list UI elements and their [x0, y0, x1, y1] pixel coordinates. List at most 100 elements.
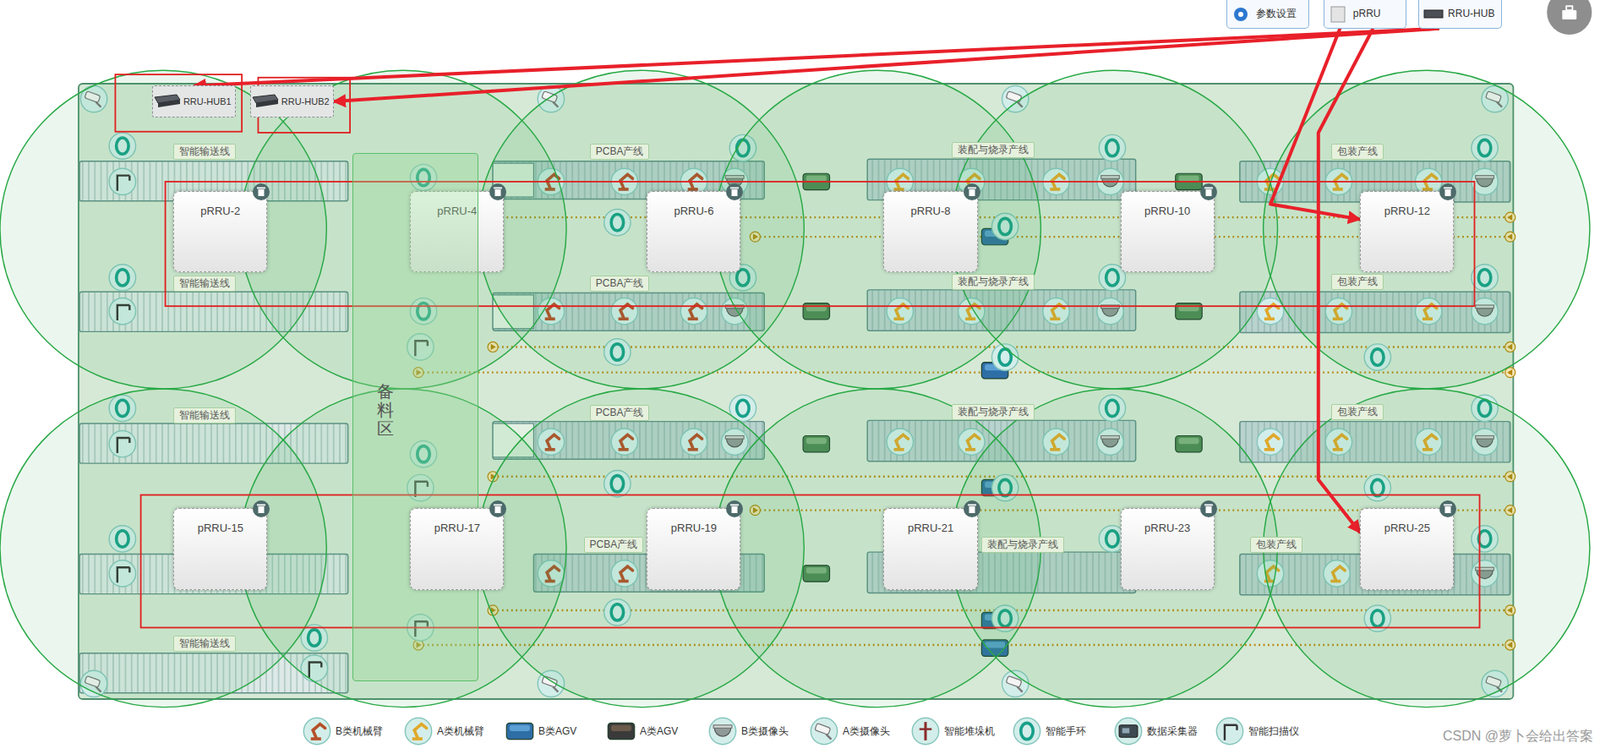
- legend-item: 智能扫描仪: [1213, 715, 1316, 748]
- hub-icon: [249, 92, 280, 111]
- line-label-tab: 装配与烧录产线: [951, 141, 1035, 159]
- line-label-tab: 包装产线: [1331, 143, 1384, 160]
- node-text: 装配与烧录产线: [957, 143, 1029, 156]
- delete-circle: [726, 500, 743, 518]
- prru-box: pRRU-23: [1120, 507, 1215, 590]
- node-text: pRRU-8: [911, 204, 951, 218]
- agvA-icon: [607, 722, 634, 739]
- line-label-tab: 智能输送线: [173, 275, 236, 292]
- node-text: pRRU-15: [197, 521, 244, 535]
- floor: [0, 0, 1592, 708]
- delete-icon: [251, 499, 271, 519]
- node-text: 参数设置: [1255, 6, 1297, 22]
- legend-item: 数据采集器: [1112, 715, 1214, 748]
- gear-hole: [1238, 11, 1244, 17]
- camera-body: [814, 723, 831, 736]
- band-ring: [737, 399, 749, 416]
- legend-text: 智能扫描仪: [1248, 724, 1300, 739]
- legend-text: B类机械臂: [335, 724, 383, 739]
- legend-icon: [1213, 715, 1246, 748]
- hub-glyph: [1424, 10, 1443, 18]
- prru-box: pRRU-25: [1359, 507, 1454, 590]
- node-text: PCBA产线: [595, 406, 645, 419]
- node-text: pRRU-2: [200, 204, 241, 218]
- legend-text: A类摄像头: [842, 724, 891, 739]
- delete-icon: [1438, 499, 1458, 519]
- camA-icon: [810, 717, 837, 744]
- legend-icon-group: [303, 717, 330, 744]
- legend-text: A类AGV: [639, 724, 678, 739]
- trash-body: [495, 506, 502, 514]
- armA-icon: [404, 717, 432, 744]
- delete-circle: [252, 500, 270, 518]
- legend-icon-group: [607, 722, 634, 739]
- arm: [312, 724, 325, 738]
- hub-icon: [151, 92, 182, 111]
- node-text: pRRU-12: [1384, 204, 1431, 218]
- prru-box: pRRU-12: [1359, 191, 1454, 274]
- legend-text: A类机械臂: [436, 724, 485, 739]
- legend: B类机械臂A类机械臂B类AGVA类AGVB类摄像头A类摄像头智能堆垛机智能手环数…: [300, 715, 1316, 748]
- line-label-tab: PCBA产线: [589, 275, 650, 292]
- collector-screen: [1122, 727, 1130, 733]
- delete-circle: [489, 500, 507, 518]
- icon-ground: [1216, 717, 1243, 744]
- highlight-box: [141, 495, 1480, 628]
- legend-icon: [503, 715, 536, 748]
- legend-item: A类AGV: [605, 715, 707, 748]
- legend-icon: [808, 715, 841, 748]
- arm: [414, 724, 426, 738]
- delete-icon: [1199, 182, 1218, 202]
- trash-body: [495, 189, 502, 197]
- trash-lid: [967, 504, 977, 507]
- prru-box: pRRU-2: [173, 191, 268, 274]
- line-label-tab: 包装产线: [1331, 273, 1384, 290]
- icon-ground: [1256, 298, 1284, 325]
- legend-icon-group: [911, 717, 939, 744]
- node-text: pRRU-21: [907, 521, 954, 535]
- node-text: 智能输送线: [179, 277, 230, 290]
- prru-box: pRRU-15: [173, 507, 268, 590]
- delete-icon: [1199, 499, 1218, 519]
- gear: [1234, 7, 1248, 22]
- hub-device: RRU-HUB2: [250, 85, 334, 117]
- hub-device: RRU-HUB1: [152, 85, 236, 117]
- trash-body: [731, 506, 738, 514]
- node-text: 智能输送线: [179, 637, 230, 650]
- icon-ground: [1114, 717, 1142, 744]
- scanner-head: [1235, 725, 1238, 731]
- legend-item: A类摄像头: [808, 715, 910, 748]
- node-text: RRU-HUB2: [281, 96, 330, 107]
- line-label-tab: 装配与烧录产线: [981, 536, 1065, 553]
- button-icon: [1423, 5, 1444, 24]
- node-text: 包装产线: [1337, 405, 1378, 418]
- node-text: 包装产线: [1337, 145, 1378, 158]
- node-text: pRRU: [1353, 7, 1382, 20]
- annotation-arrow: [193, 28, 1439, 87]
- node-text: 装配与烧录产线: [957, 405, 1029, 418]
- band-icon: [1013, 717, 1040, 744]
- icon-ground: [1013, 717, 1040, 744]
- trash-body: [1445, 189, 1452, 197]
- trash-lid: [967, 186, 977, 189]
- agvB-icon: [506, 722, 533, 739]
- stacker-mast: [923, 721, 927, 741]
- legend-item: 智能手环: [1010, 715, 1113, 748]
- legend-icon-group: [810, 717, 837, 744]
- legend-item: B类摄像头: [706, 715, 809, 748]
- agv-body: [506, 722, 533, 739]
- legend-icon-group: [1013, 717, 1040, 744]
- delete-circle: [726, 183, 743, 201]
- camera-arm: [1017, 686, 1023, 692]
- delete-circle: [252, 183, 270, 201]
- trash-lid: [1204, 504, 1213, 507]
- legend-item: A类机械臂: [402, 715, 504, 748]
- scanner-icon: [1216, 717, 1243, 744]
- hub-side: [158, 99, 181, 108]
- node-text: 智能输送线: [179, 145, 230, 158]
- band-ring: [1021, 722, 1033, 739]
- delete-icon: [251, 182, 271, 202]
- toolbox-button: [1546, 0, 1592, 35]
